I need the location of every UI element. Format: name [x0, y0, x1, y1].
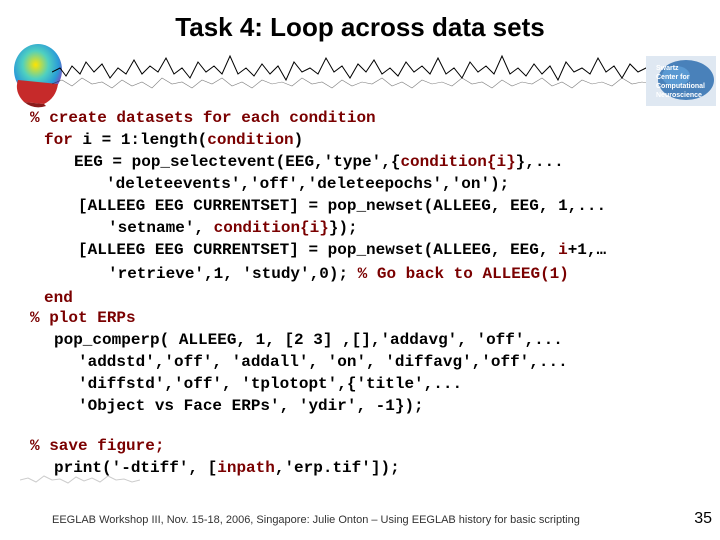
- code-text: 'setname',: [108, 219, 214, 237]
- code-line: print('-dtiff', [inpath,'erp.tif']);: [54, 458, 400, 478]
- footer-text: EEGLAB Workshop III, Nov. 15-18, 2006, S…: [52, 514, 580, 526]
- code-variable: condition{i}: [213, 219, 329, 237]
- code-line: 'setname', condition{i}});: [108, 218, 358, 238]
- code-comment: % Go back to ALLEEG(1): [357, 265, 569, 283]
- code-keyword: for: [44, 131, 73, 149]
- code-line: 'deleteevents','off','deleteepochs','on'…: [106, 175, 510, 193]
- eeg-signal-trace-icon: [52, 54, 652, 89]
- code-line: 'retrieve',1, 'study',0); % Go back to A…: [108, 264, 569, 284]
- code-line: 'addstd','off', 'addall', 'on', 'diffavg…: [78, 353, 568, 371]
- code-line: for i = 1:length(condition): [44, 130, 303, 150]
- code-line: pop_comperp( ALLEEG, 1, [2 3] ,[],'addav…: [54, 331, 563, 349]
- code-text: ): [293, 131, 304, 149]
- code-line: EEG = pop_selectevent(EEG,'type',{condit…: [74, 152, 564, 172]
- code-comment: % plot ERPs: [30, 309, 136, 327]
- code-text: ,'erp.tif']);: [274, 459, 400, 477]
- sccn-brain-logo-icon: [646, 56, 716, 106]
- code-text: },...: [515, 153, 564, 171]
- code-text: i = 1:length(: [72, 131, 208, 149]
- code-text: });: [328, 219, 358, 237]
- page-number: 35: [694, 510, 712, 527]
- logo-text: Swartz Center for Computational Neurosci…: [656, 64, 714, 100]
- slide-title: Task 4: Loop across data sets: [175, 12, 545, 42]
- code-comment: % create datasets for each condition: [30, 109, 376, 127]
- code-text: +1,…: [567, 241, 607, 259]
- eeg-signal-trace-icon: [20, 475, 140, 484]
- code-keyword: end: [44, 289, 73, 307]
- code-comment: % save figure;: [30, 437, 165, 455]
- code-line: [ALLEEG EEG CURRENTSET] = pop_newset(ALL…: [78, 240, 606, 260]
- logo-text-line: Computational: [656, 83, 705, 90]
- logo-text-line: Swartz: [656, 65, 679, 72]
- logo-text-line: Neuroscience: [656, 92, 702, 99]
- code-variable: condition{i}: [400, 153, 516, 171]
- code-text: EEG = pop_selectevent(EEG,'type',{: [74, 153, 401, 171]
- code-line: 'diffstd','off', 'tplotopt',{'title',...: [78, 375, 463, 393]
- brain-topography-head-icon: [14, 44, 62, 108]
- code-text: 'retrieve',1, 'study',0);: [108, 265, 358, 283]
- code-text: [ALLEEG EEG CURRENTSET] = pop_newset(ALL…: [78, 241, 559, 259]
- logo-text-line: Center for: [656, 74, 690, 81]
- code-line: [ALLEEG EEG CURRENTSET] = pop_newset(ALL…: [78, 197, 607, 215]
- code-variable: i: [558, 241, 568, 259]
- code-variable: inpath: [217, 459, 275, 477]
- code-line: 'Object vs Face ERPs', 'ydir', -1});: [78, 397, 424, 415]
- code-variable: condition: [207, 131, 294, 149]
- code-text: print('-dtiff', [: [54, 459, 218, 477]
